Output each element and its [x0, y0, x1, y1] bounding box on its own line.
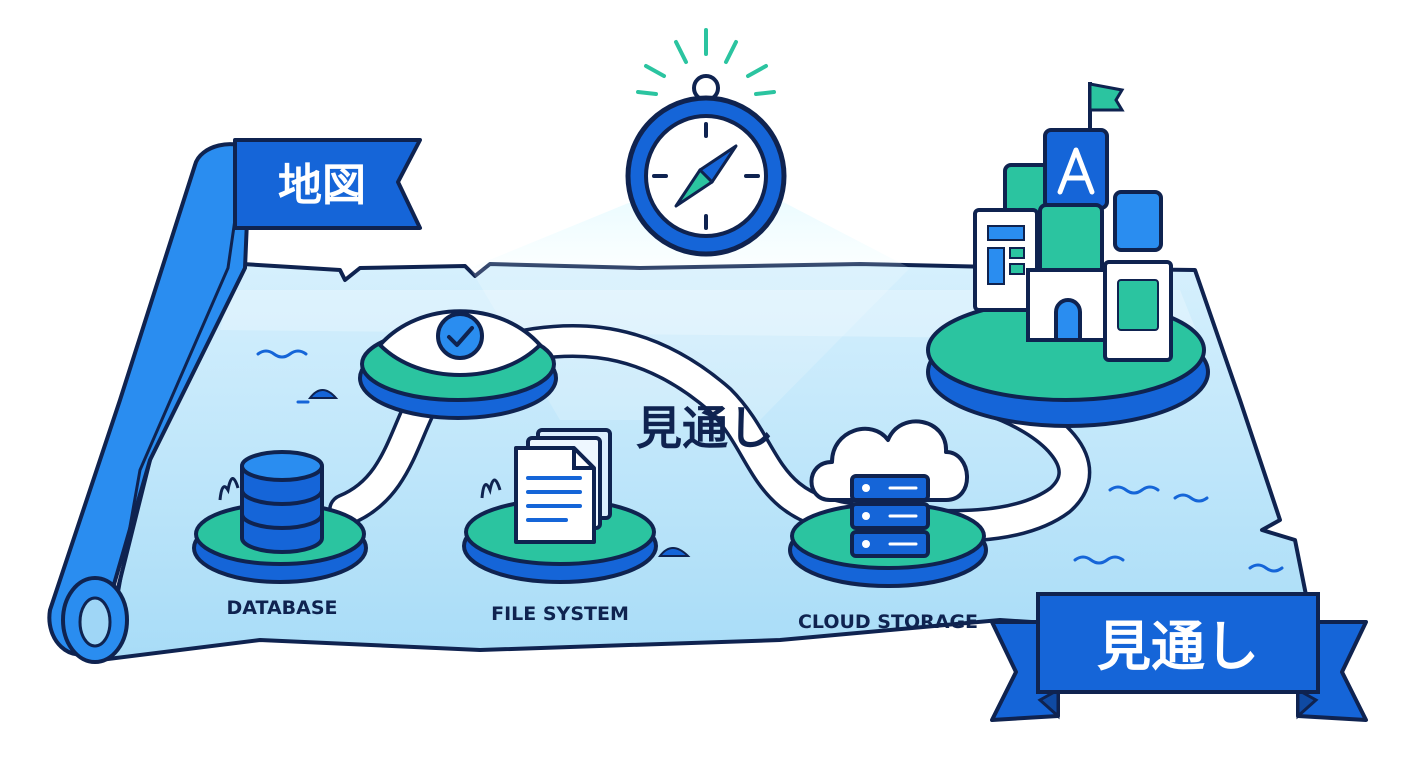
node-cloud-storage: CLOUD STORAGE [788, 419, 988, 633]
node-database: DATABASE [192, 450, 368, 619]
check-icon [447, 326, 474, 347]
node-label: DATABASE [226, 597, 337, 619]
map-center-label: 見通し [636, 401, 774, 455]
title-flag: 地図 [233, 138, 422, 230]
banner-text: 見通し [1097, 615, 1259, 678]
database-icon [240, 450, 324, 554]
node-label: CLOUD STORAGE [798, 611, 978, 633]
ribbon-banner: 見通し [990, 592, 1368, 722]
flag-icon [1088, 82, 1125, 112]
node-label: FILE SYSTEM [491, 603, 629, 625]
app-castle [973, 82, 1173, 362]
app-castle-island [926, 82, 1210, 428]
app-store-icon [1057, 147, 1095, 195]
compass-icon [625, 28, 787, 257]
cloud-server-icon [809, 419, 969, 558]
door-icon [1054, 298, 1082, 342]
water-ripples [256, 349, 1284, 573]
flag-text: 地図 [278, 160, 366, 211]
document-stack-icon [514, 428, 612, 544]
map-roll [47, 142, 252, 664]
node-file-system: FILE SYSTEM [462, 428, 658, 625]
eye-island [358, 309, 558, 420]
